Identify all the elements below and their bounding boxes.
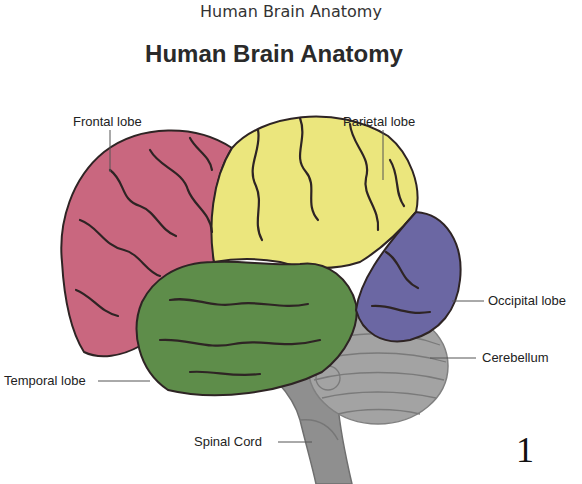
cerebellum-fold — [314, 373, 444, 381]
sulcus — [300, 118, 318, 220]
part-label: Occipital lobe — [488, 294, 566, 307]
sulcus — [76, 290, 118, 316]
part-label: Spinal Cord — [194, 435, 262, 448]
sulcus — [190, 138, 212, 170]
brainstem-line — [300, 420, 338, 440]
leader-line — [278, 442, 312, 443]
part-label: Temporal lobe — [4, 374, 86, 387]
sulcus — [386, 252, 418, 288]
sulcus — [80, 220, 160, 276]
cerebellum-fold — [322, 392, 436, 398]
sulcus — [253, 130, 262, 240]
occipital-lobe-shape — [356, 212, 461, 341]
part-label: Cerebellum — [482, 351, 548, 364]
sulcus — [160, 340, 320, 346]
leader-line — [383, 130, 384, 180]
sulcus — [170, 299, 308, 306]
sulcus — [110, 170, 176, 236]
part-label: Parietal lobe — [343, 115, 415, 128]
cerebellum-fold — [338, 410, 420, 415]
diagram-title: Human Brain Anatomy — [145, 42, 403, 66]
brain-sulci — [76, 118, 430, 375]
part-label: Frontal lobe — [73, 115, 142, 128]
leader-line — [110, 130, 111, 172]
sulcus — [190, 372, 260, 375]
parietal-lobe-shape — [211, 117, 417, 268]
page-number: 1 — [516, 432, 534, 468]
leader-line — [430, 358, 476, 359]
page-header: Human Brain Anatomy — [200, 4, 382, 20]
sulcus — [150, 150, 212, 232]
leader-line — [98, 381, 150, 382]
temporal-lobe-shape — [137, 262, 357, 396]
sulcus — [350, 124, 378, 230]
leader-lines — [98, 130, 484, 442]
sulcus — [372, 306, 430, 313]
leader-line — [452, 301, 484, 302]
sulcus — [390, 160, 404, 206]
